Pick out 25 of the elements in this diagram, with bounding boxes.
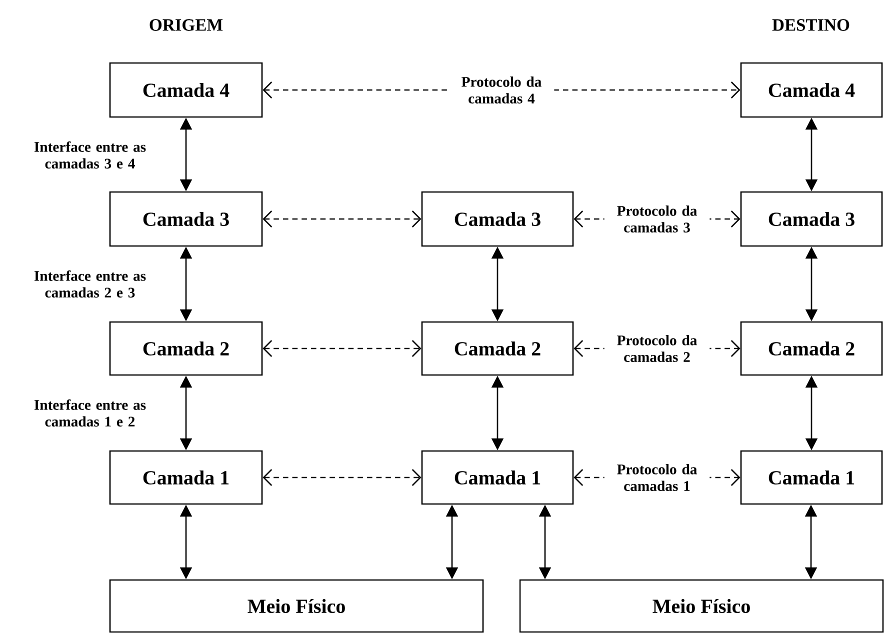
layer-box: Camada 1 xyxy=(109,450,263,505)
edge-label: Protocolo da camadas 4 xyxy=(448,76,554,104)
layer-box: Camada 1 xyxy=(421,450,574,505)
layer-box: Camada 3 xyxy=(740,191,883,247)
layer-box: Camada 2 xyxy=(740,321,883,376)
column-title: DESTINO xyxy=(772,19,850,31)
edge-label: Protocolo da camadas 1 xyxy=(604,463,710,492)
layer-box: Camada 3 xyxy=(421,191,574,247)
layer-box: Meio Físico xyxy=(109,579,484,633)
layer-box: Camada 1 xyxy=(740,450,883,505)
arrow xyxy=(262,210,422,228)
edge-label: Interface entre as camadas 2 e 3 xyxy=(34,270,146,298)
arrow xyxy=(262,340,422,357)
edge-label: Interface entre as camadas 1 e 2 xyxy=(34,399,146,427)
layer-box: Camada 2 xyxy=(421,321,574,376)
edge-label: Protocolo da camadas 2 xyxy=(604,334,710,363)
layer-box: Camada 4 xyxy=(740,62,883,118)
arrow xyxy=(262,469,422,486)
edge-label: Protocolo da camadas 3 xyxy=(604,204,710,234)
edge-label: Interface entre as camadas 3 e 4 xyxy=(34,141,146,169)
column-title: ORIGEM xyxy=(150,19,223,31)
layer-box: Camada 3 xyxy=(109,191,263,247)
layer-box: Meio Físico xyxy=(519,579,884,633)
layer-box: Camada 2 xyxy=(109,321,263,376)
layer-box: Camada 4 xyxy=(109,62,263,118)
